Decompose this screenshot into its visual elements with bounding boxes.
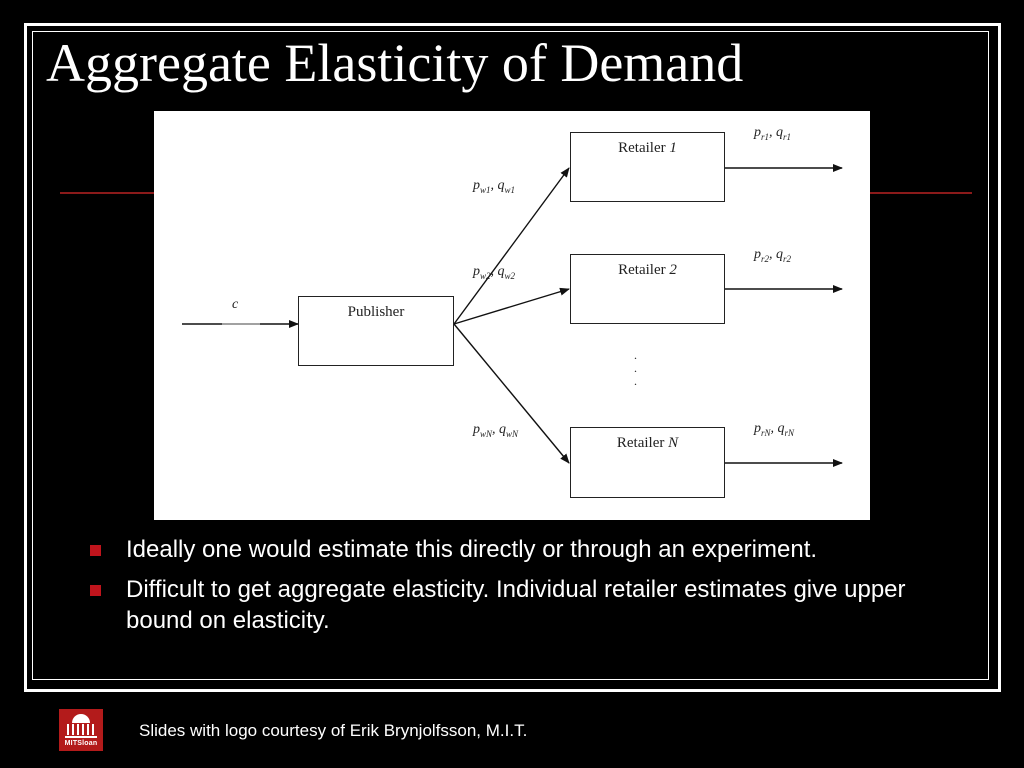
logo-text: MITSloan — [64, 740, 98, 747]
supply-chain-diagram: c Publisher Retailer 1 Retailer 2 Retail… — [154, 111, 870, 520]
retailer-index: 1 — [669, 140, 677, 156]
retailer-box-n: Retailer N — [570, 427, 725, 498]
square-bullet-icon — [90, 585, 101, 596]
slide-frame-outer — [24, 23, 1001, 692]
retailer-word: Retailer — [618, 262, 666, 278]
wholesale-label-n: pwN, qwN — [473, 422, 519, 439]
square-bullet-icon — [90, 545, 101, 556]
retailer-index: 2 — [669, 262, 677, 278]
logo-base-icon — [65, 736, 97, 738]
retailer-ellipsis: . . . — [634, 348, 637, 388]
retail-label-1: pr1, qr1 — [754, 125, 792, 142]
logo-columns-icon — [67, 724, 95, 735]
bullet-item: Difficult to get aggregate elasticity. I… — [90, 574, 910, 636]
slide-frame-inner — [32, 31, 989, 680]
bullet-text: Difficult to get aggregate elasticity. I… — [126, 576, 906, 634]
arrow-to-retailer-1 — [453, 167, 570, 325]
retail-label-n: prN, qrN — [754, 421, 795, 438]
retailer-index: N — [668, 435, 679, 451]
retailer-box-1: Retailer 1 — [570, 132, 725, 202]
bullet-text: Ideally one would estimate this directly… — [126, 536, 818, 563]
arrow-to-retailer-n — [453, 323, 570, 464]
publisher-label: Publisher — [347, 304, 405, 320]
retailer-box-2: Retailer 2 — [570, 254, 725, 324]
retailer-word: Retailer — [616, 435, 665, 451]
bullet-item: Ideally one would estimate this directly… — [90, 534, 910, 565]
mit-sloan-logo: MITSloan — [59, 709, 103, 751]
bullet-list: Ideally one would estimate this directly… — [90, 534, 910, 645]
publisher-box: Publisher — [298, 296, 454, 366]
logo-dome-icon — [72, 714, 90, 723]
diagram-connectors — [182, 164, 843, 467]
wholesale-label-2: pw2, qw2 — [473, 264, 516, 281]
wholesale-label-1: pw1, qw1 — [473, 178, 516, 195]
retailer-word: Retailer — [618, 140, 666, 156]
arrow-to-retailer-2 — [453, 287, 570, 325]
footer-credit: Slides with logo courtesy of Erik Brynjo… — [139, 721, 528, 740]
input-cost-label: c — [232, 297, 239, 312]
slide-title: Aggregate Elasticity of Demand — [46, 33, 744, 93]
retail-label-2: pr2, qr2 — [754, 247, 792, 264]
